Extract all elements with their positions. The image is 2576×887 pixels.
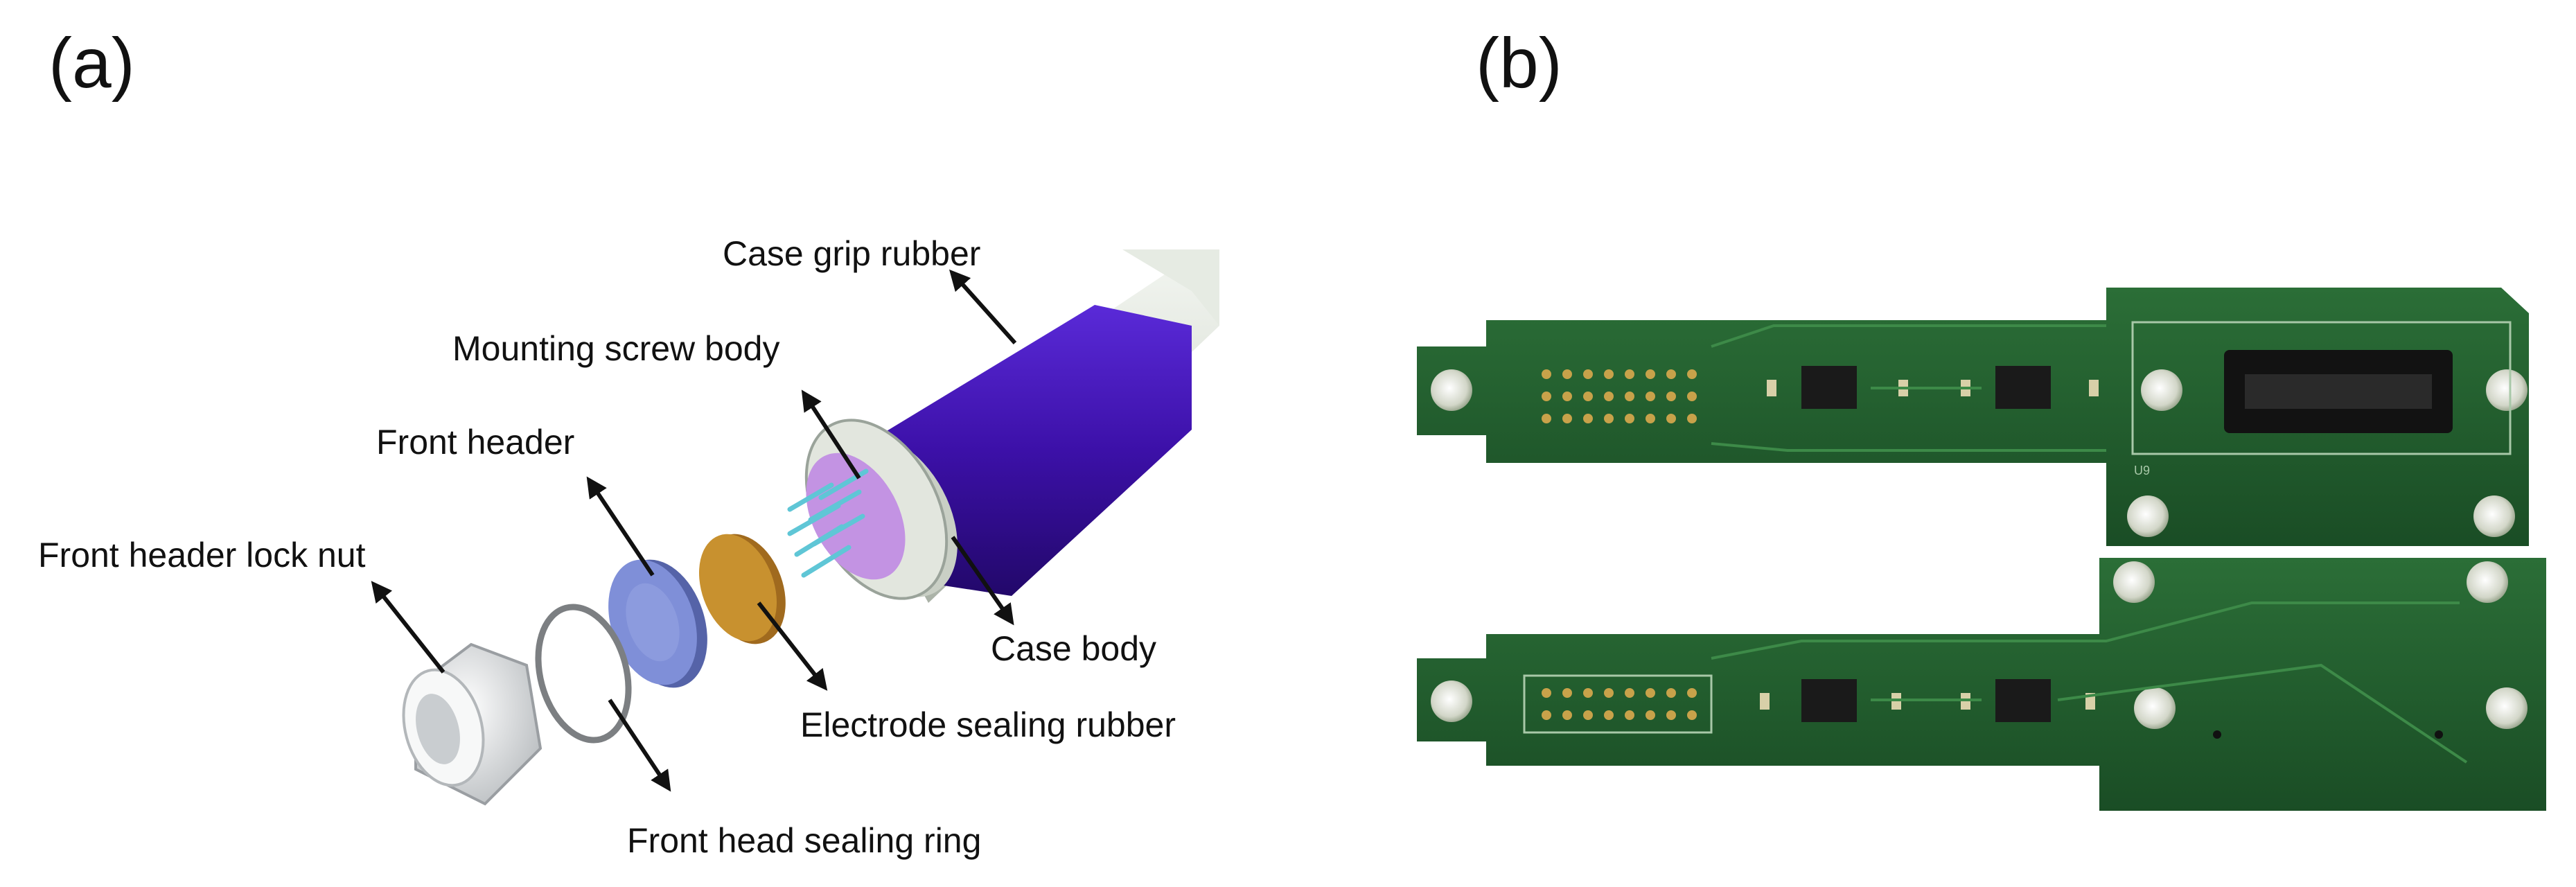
leader-lines xyxy=(371,269,1017,792)
electrode-sealing-rubber xyxy=(698,534,786,644)
leader-front-header xyxy=(586,476,655,577)
pcb-bottom xyxy=(1417,558,2546,811)
probe-assembly xyxy=(402,249,1219,806)
pin-header xyxy=(1542,369,1697,423)
label-front-header-lock-nut: Front header lock nut xyxy=(38,536,366,574)
ic-chip xyxy=(1801,679,1857,722)
label-case-grip-rubber: Case grip rubber xyxy=(723,234,980,273)
ic-chip xyxy=(1801,366,1857,409)
leader-case-body xyxy=(951,536,1014,626)
label-electrode-sealing-rubber: Electrode sealing rubber xyxy=(800,705,1176,744)
panel-a-labels: Case grip rubber Mounting screw body Fro… xyxy=(38,234,1176,860)
leader-lock-nut xyxy=(371,581,445,674)
ic-chip xyxy=(1995,679,2051,722)
pin-header xyxy=(1542,688,1697,720)
label-front-head-sealing-ring: Front head sealing ring xyxy=(627,821,981,860)
mounting-hole xyxy=(2134,687,2176,729)
mounting-hole xyxy=(2141,369,2182,411)
panel-b-letter: (b) xyxy=(1476,24,1562,103)
pcb-top: U9 xyxy=(1417,288,2529,546)
label-case-body: Case body xyxy=(991,629,1156,668)
pcb-traces xyxy=(1711,601,2468,764)
pin-header-outline xyxy=(1523,674,1713,734)
front-head-sealing-ring xyxy=(535,604,632,744)
board-marking-u9: U9 xyxy=(2134,464,2150,477)
mounting-hole xyxy=(2486,369,2528,411)
pcb-traces xyxy=(1711,324,2106,452)
ic-chip xyxy=(1995,366,2051,409)
leader-front-head-sealing-ring xyxy=(608,699,671,792)
connector-outline xyxy=(2131,321,2512,455)
front-header-lock-nut xyxy=(402,642,542,806)
leader-mounting-screw-body xyxy=(801,389,861,480)
front-header xyxy=(608,559,707,688)
label-front-header: Front header xyxy=(376,423,574,462)
leader-case-grip-rubber xyxy=(949,269,1017,345)
electrode-pins xyxy=(787,468,869,578)
mounting-hole xyxy=(2473,495,2515,537)
leader-electrode-sealing-rubber xyxy=(757,601,828,691)
mounting-hole xyxy=(2467,561,2508,603)
mounting-hole xyxy=(2113,561,2155,603)
mounting-hole xyxy=(1431,369,1472,411)
label-mounting-screw-body: Mounting screw body xyxy=(452,329,779,368)
mounting-hole xyxy=(2127,495,2169,537)
mounting-hole xyxy=(2486,687,2528,729)
panel-a-letter: (a) xyxy=(48,24,135,103)
mounting-hole xyxy=(1431,680,1472,722)
